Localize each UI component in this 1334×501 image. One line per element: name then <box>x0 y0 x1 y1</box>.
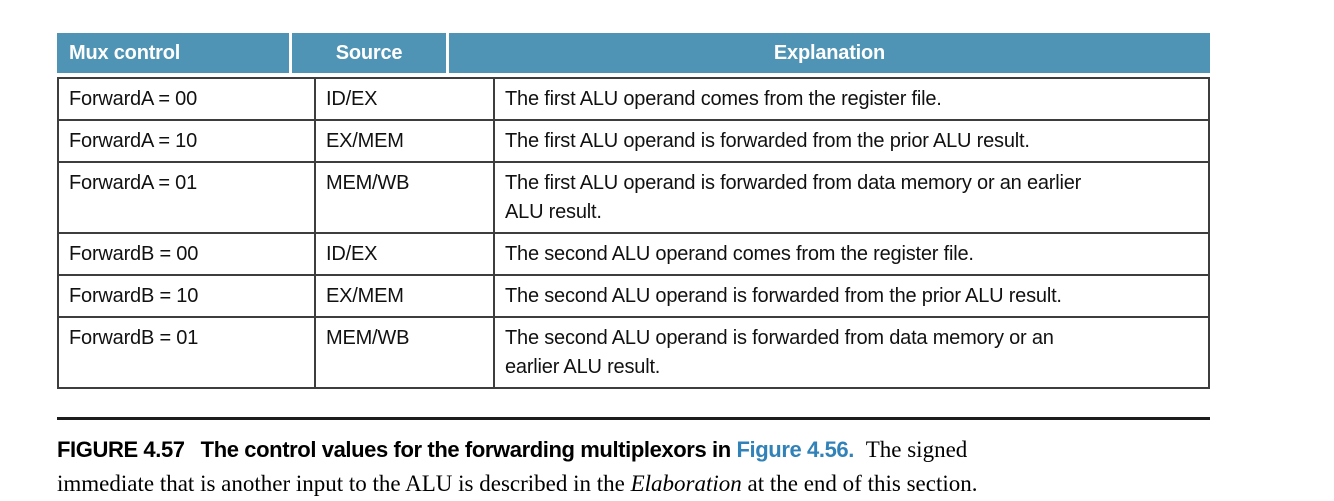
mux-control-cell: ForwardB = 00 <box>57 232 316 276</box>
header-cell-explanation: Explanation <box>449 33 1210 73</box>
header-cell-source: Source <box>292 33 446 73</box>
caption-line-2: immediate that is another input to the A… <box>57 467 1210 501</box>
source-cell: MEM/WB <box>314 316 495 389</box>
table-header-row: Mux control Source Explanation <box>57 33 1210 73</box>
caption-text-end: at the end of this section. <box>741 471 978 496</box>
source-cell: EX/MEM <box>314 119 495 163</box>
caption-italic-word: Elaboration <box>630 471 742 496</box>
table-row: ForwardB = 10 EX/MEM The second ALU oper… <box>57 274 1210 318</box>
table-row: ForwardA = 10 EX/MEM The first ALU opera… <box>57 119 1210 163</box>
explanation-cell: The first ALU operand is forwarded from … <box>493 119 1210 163</box>
table-row: ForwardA = 01 MEM/WB The first ALU opera… <box>57 161 1210 234</box>
mux-control-cell: ForwardA = 00 <box>57 77 316 121</box>
mux-control-cell: ForwardB = 10 <box>57 274 316 318</box>
table-row: ForwardA = 00 ID/EX The first ALU operan… <box>57 77 1210 121</box>
explanation-cell: The second ALU operand is forwarded from… <box>493 316 1210 389</box>
table-row: ForwardB = 00 ID/EX The second ALU opera… <box>57 232 1210 276</box>
mux-control-cell: ForwardA = 10 <box>57 119 316 163</box>
caption-line-1: FIGURE 4.57 The control values for the fo… <box>57 433 1210 467</box>
source-cell: MEM/WB <box>314 161 495 234</box>
explanation-cell: The second ALU operand is forwarded from… <box>493 274 1210 318</box>
header-cell-mux-control: Mux control <box>57 33 289 73</box>
caption-title: The control values for the forwarding mu… <box>200 437 731 462</box>
explanation-cell: The second ALU operand comes from the re… <box>493 232 1210 276</box>
mux-control-cell: ForwardA = 01 <box>57 161 316 234</box>
caption-divider-rule <box>57 417 1210 420</box>
caption-text-start: The signed <box>865 437 968 462</box>
caption-text: immediate that is another input to the A… <box>57 471 631 496</box>
mux-control-cell: ForwardB = 01 <box>57 316 316 389</box>
source-cell: ID/EX <box>314 232 495 276</box>
figure-label: FIGURE 4.57 <box>57 437 185 462</box>
source-cell: ID/EX <box>314 77 495 121</box>
explanation-cell: The first ALU operand comes from the reg… <box>493 77 1210 121</box>
figure-4-57-block: Mux control Source Explanation ForwardA … <box>57 33 1210 501</box>
forwarding-control-table: ForwardA = 00 ID/EX The first ALU operan… <box>57 77 1210 389</box>
source-cell: EX/MEM <box>314 274 495 318</box>
table-row: ForwardB = 01 MEM/WB The second ALU oper… <box>57 316 1210 389</box>
figure-caption: FIGURE 4.57 The control values for the fo… <box>57 433 1210 501</box>
explanation-cell: The first ALU operand is forwarded from … <box>493 161 1210 234</box>
figure-4-56-link[interactable]: Figure 4.56. <box>736 437 855 462</box>
